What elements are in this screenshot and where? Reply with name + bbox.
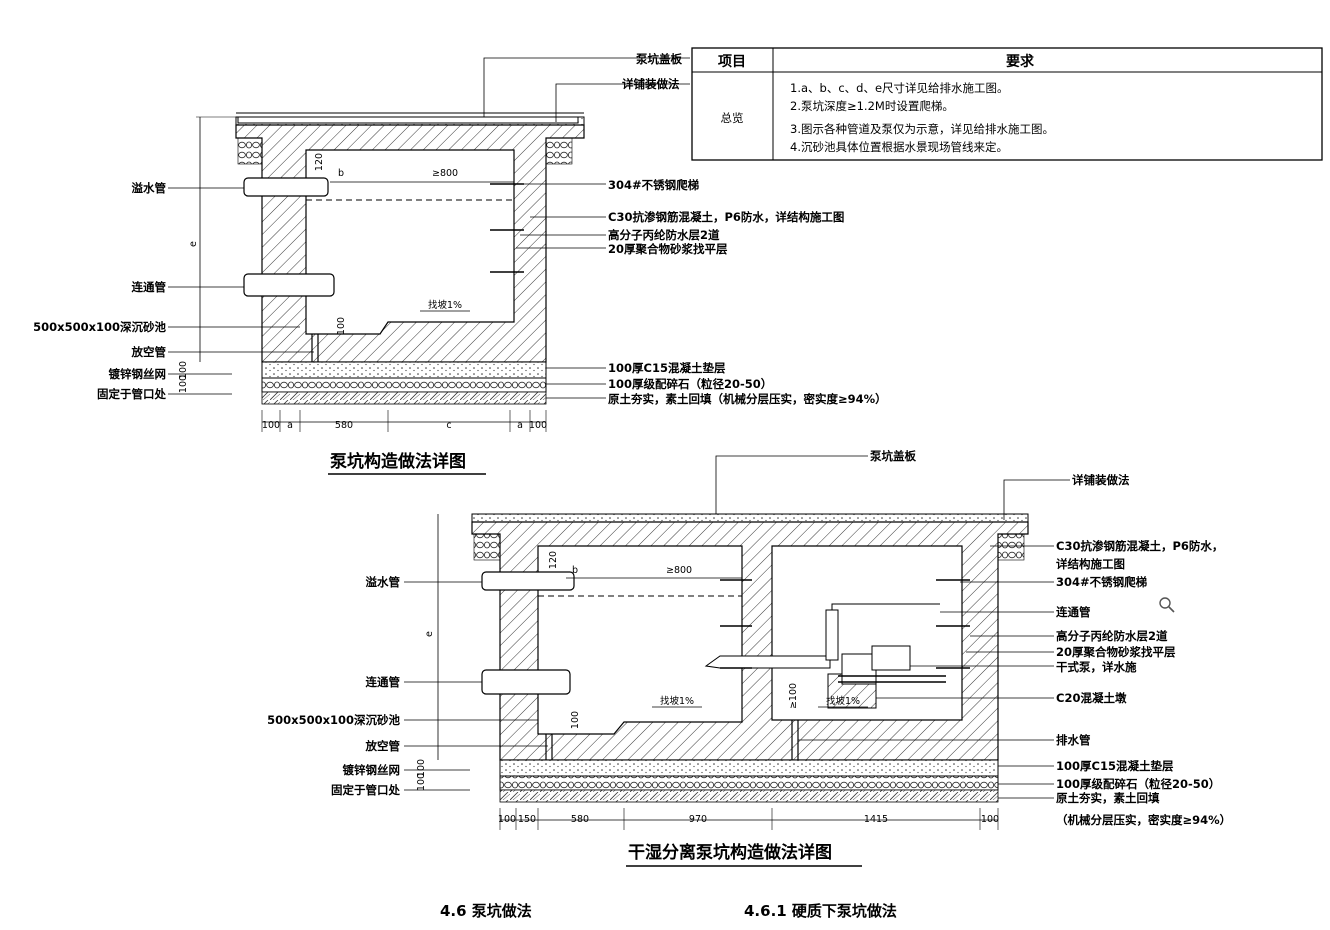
label2-drainpipe: 排水管 [1056, 733, 1091, 747]
dim-b: b [338, 168, 344, 179]
pump-pit-section-drawing: e 100 100 120 b ≥800 找坡1% 100 100 a 580 … [33, 52, 887, 475]
label2-pump: 干式泵，详水施 [1056, 660, 1137, 674]
table-line-2: 2.泵坑深度≥1.2M时设置爬梯。 [790, 99, 954, 113]
dim-bottom-2: a [287, 420, 293, 431]
label-gravel: 100厚级配碎石（粒径20-50） [608, 377, 772, 391]
label-concrete: C30抗渗钢筋混凝土，P6防水，详结构施工图 [608, 210, 844, 224]
dim2-bottom-5: 1415 [864, 814, 888, 825]
label-overflow-pipe: 溢水管 [132, 181, 167, 195]
label2-paving: 详铺装做法 [1072, 473, 1130, 487]
slope-label: 找坡1% [428, 299, 462, 311]
label2-cover: 泵坑盖板 [870, 449, 916, 463]
dry-wet-pump-pit-drawing: e 100 100 120 b ≥800 找坡1% 找坡1% 100 ≥100 … [267, 449, 1231, 867]
dim2-bottom-4: 970 [689, 814, 707, 825]
label-c15: 100厚C15混凝土垫层 [608, 361, 726, 375]
table-row-label: 总览 [721, 111, 744, 125]
dim-bottom-4: c [446, 420, 451, 431]
label2-soil: 原土夯实，素土回填 [1056, 791, 1160, 805]
slope2-wet: 找坡1% [660, 695, 694, 707]
requirements-table: 项目 要求 总览 1.a、b、c、d、e尺寸详见给排水施工图。 2.泵坑深度≥1… [691, 47, 1323, 161]
dim-bottom-5: a [517, 420, 523, 431]
dim2-e: e [424, 631, 435, 637]
dim-bottom-1: 100 [262, 420, 280, 431]
dim2-100-sand: 100 [570, 711, 581, 729]
label2-connect: 连通管 [1056, 605, 1091, 619]
dim-bottom-6: 100 [529, 420, 547, 431]
drawing1-title: 泵坑构造做法详图 [330, 451, 466, 472]
label2-c15: 100厚C15混凝土垫层 [1056, 759, 1174, 773]
dim2-b: b [572, 565, 578, 576]
magnifier-icon[interactable] [1159, 597, 1175, 613]
dim2-v100-a: 100 [416, 759, 427, 777]
label2-concrete-1: C30抗渗钢筋混凝土，P6防水， [1056, 539, 1223, 553]
label-ladder: 304#不锈钢爬梯 [608, 178, 700, 192]
label-paving: 详铺装做法 [622, 77, 680, 91]
dim2-bottom-1: 100 [498, 814, 516, 825]
label-mortar: 20厚聚合物砂浆找平层 [608, 242, 728, 256]
dim2-bottom-2: 150 [518, 814, 536, 825]
label-drain-pipe: 放空管 [131, 345, 167, 359]
label2-mortar: 20厚聚合物砂浆找平层 [1056, 645, 1176, 659]
slope2-dry: 找坡1% [826, 695, 860, 707]
dim2-100-dry: ≥100 [788, 683, 799, 709]
dim-800: ≥800 [432, 168, 458, 179]
label2-waterproof: 高分子丙纶防水层2道 [1056, 629, 1168, 643]
dim-bottom-3: 580 [335, 420, 353, 431]
label-soil: 原土夯实，素土回填（机械分层压实，密实度≥94%） [608, 392, 887, 406]
label2-fix: 固定于管口处 [331, 783, 400, 797]
label-connect-pipe: 连通管 [132, 280, 167, 294]
footer-right: 4.6.1 硬质下泵坑做法 [744, 902, 897, 920]
label-sand-pit: 500x500x100深沉砂池 [33, 320, 166, 334]
dim2-bottom-3: 580 [571, 814, 589, 825]
dim-e: e [188, 241, 199, 247]
drawing2-title: 干湿分离泵坑构造做法详图 [628, 842, 832, 863]
dim2-120: 120 [548, 551, 559, 569]
footer-left: 4.6 泵坑做法 [440, 902, 532, 920]
dim-120: 120 [314, 153, 325, 171]
dim-v100-a: 100 [178, 361, 189, 379]
table-header-item: 项目 [718, 54, 746, 70]
dim-100-sand: 100 [336, 317, 347, 335]
label2-drain-pipe: 放空管 [365, 739, 401, 753]
label-waterproof: 高分子丙纶防水层2道 [608, 228, 720, 242]
label-cover: 泵坑盖板 [636, 52, 682, 66]
dim-v100-b: 100 [178, 375, 189, 393]
table-header-requirement: 要求 [1006, 53, 1035, 70]
label2-mesh: 镀锌钢丝网 [343, 763, 401, 777]
dim2-bottom-6: 100 [981, 814, 999, 825]
label2-connect-pipe: 连通管 [366, 675, 401, 689]
dim2-v100-b: 100 [416, 773, 427, 791]
label-mesh: 镀锌钢丝网 [109, 367, 167, 381]
label-fix: 固定于管口处 [97, 387, 166, 401]
label2-gravel: 100厚级配碎石（粒径20-50） [1056, 777, 1220, 791]
label2-c20: C20混凝土墩 [1056, 691, 1127, 705]
label2-concrete-2: 详结构施工图 [1056, 557, 1125, 571]
label2-sand-pit: 500x500x100深沉砂池 [267, 713, 400, 727]
dim2-800: ≥800 [666, 565, 692, 576]
label2-soil-2: （机械分层压实，密实度≥94%） [1056, 813, 1231, 827]
label2-ladder: 304#不锈钢爬梯 [1056, 575, 1148, 589]
label2-overflow-pipe: 溢水管 [366, 575, 401, 589]
table-line-1: 1.a、b、c、d、e尺寸详见给排水施工图。 [790, 81, 1009, 95]
table-line-3: 3.图示各种管道及泵仅为示意，详见给排水施工图。 [790, 122, 1054, 136]
table-line-4: 4.沉砂池具体位置根据水景现场管线来定。 [790, 140, 1008, 154]
